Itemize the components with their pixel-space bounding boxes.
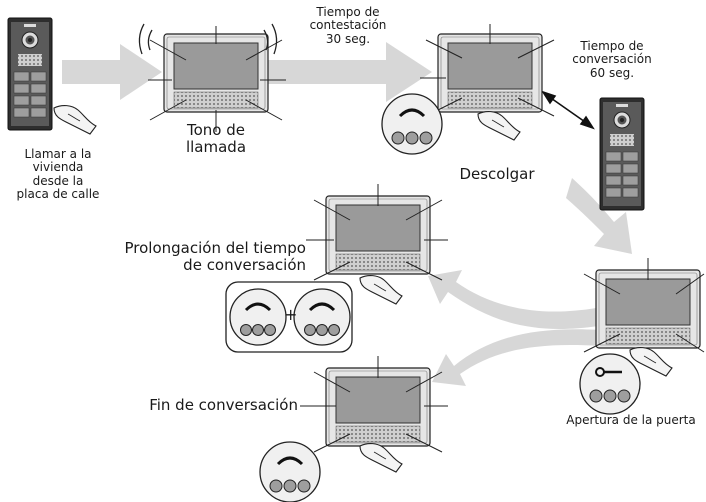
flow-arrows — [62, 42, 632, 386]
ring-flash — [148, 26, 286, 132]
hand-icon-2 — [477, 110, 521, 141]
keypad-zoom-1 — [381, 93, 443, 155]
keypad-zoom-end — [259, 441, 321, 502]
monitor-end — [325, 367, 431, 447]
monitor-door — [595, 269, 701, 349]
keypad-zoom-door — [579, 353, 641, 415]
keypad-zoom-2 — [229, 288, 287, 346]
keypad-zoom-3 — [293, 288, 351, 346]
label-answer-time: Tiempo de contestación 30 seg. — [309, 5, 387, 46]
hand-icon-5 — [359, 442, 403, 473]
street-panel-1 — [7, 17, 53, 131]
label-call-panel: Llamar a la vivienda desde la placa de c… — [16, 147, 100, 202]
street-panel-2 — [599, 97, 645, 211]
hand-icon-1 — [53, 104, 97, 135]
label-end-talk: Fin de conversación — [149, 396, 298, 414]
label-extend-talk: Prolongación del tiempo de conversación — [124, 239, 306, 274]
hand-icon-3 — [359, 274, 403, 305]
monitor-pickup — [437, 33, 543, 113]
monitor-extend — [325, 195, 431, 275]
label-pick-up: Descolgar — [459, 165, 535, 183]
double-arrow — [541, 90, 595, 130]
monitor-ringing — [163, 33, 269, 113]
label-door-open: Apertura de la puerta — [566, 413, 696, 427]
label-talk-time: Tiempo de conversación 60 seg. — [572, 39, 652, 80]
keypad-plus: + — [284, 305, 298, 324]
sound-waves — [138, 23, 278, 55]
label-ring-tone: Tono de llamada — [185, 121, 247, 156]
